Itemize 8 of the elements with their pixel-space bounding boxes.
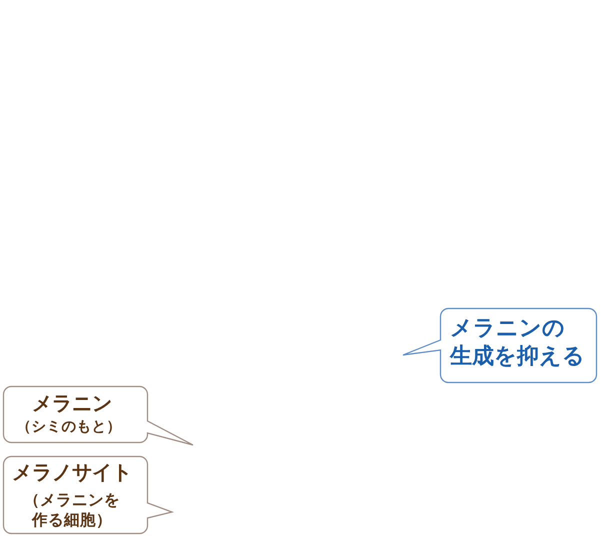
bubble-text: メラニンの生成を抑える [450, 315, 585, 371]
bubble-heading: メラノサイト [12, 459, 132, 485]
speech-bubble [3, 386, 193, 445]
bubble-heading: メラニン [32, 390, 112, 416]
bubble-note: （シミのもと） [16, 418, 122, 437]
bubble-note: （メラニンを作る細胞） [23, 490, 121, 530]
speech-bubble [3, 456, 172, 534]
speech-bubble [403, 308, 597, 383]
